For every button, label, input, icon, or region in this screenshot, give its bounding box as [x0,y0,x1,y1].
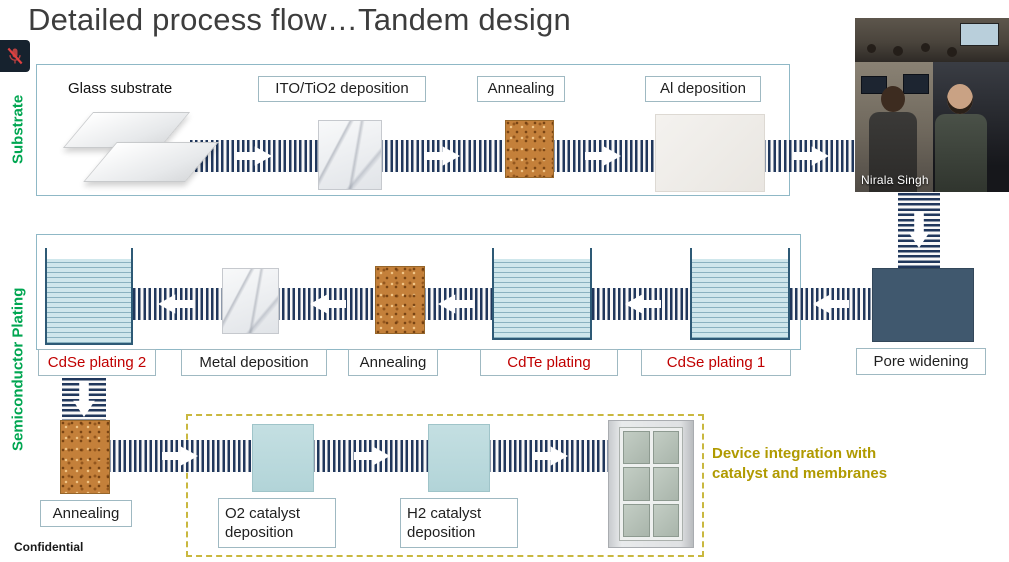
step-label-metal-deposition: Metal deposition [181,349,327,376]
listener-head-silhouette [947,84,973,114]
speaker-head-silhouette [881,86,905,112]
substrate-section-frame [36,64,790,196]
video-tile-listener[interactable] [933,62,1009,192]
plating-solution [494,258,590,338]
cdse-plating2-bath-image [45,248,133,345]
device-pane [652,503,679,537]
mic-muted-indicator [0,40,30,72]
section-label-semiconductor-plating: Semiconductor Plating [9,287,27,451]
step-label-ito-tio2-deposition: ITO/TiO2 deposition [258,76,426,102]
h2-catalyst-sample-image [428,424,490,492]
room-display-screen [959,23,999,47]
device-pane [652,431,679,465]
audience-silhouette [947,47,957,57]
audience-silhouette [893,46,903,56]
al-deposition-sample-image [655,114,765,192]
step-label-cdte-plating: CdTe plating [480,349,618,376]
step-label-pore-widening: Pore widening [856,348,986,375]
plating-solution [692,258,788,338]
device-panel-image [608,420,694,548]
step-label-cdse-plating-1: CdSe plating 1 [641,349,791,376]
webcam-overlay[interactable]: Nirala Singh [855,18,1009,192]
participant-name: Nirala Singh [861,173,929,187]
device-pane [652,467,679,501]
step-label-annealing-row2: Annealing [348,349,438,376]
cdte-plating-bath-image [492,248,592,340]
step-label-annealing-row1: Annealing [477,76,565,102]
device-pane [623,503,650,537]
annealing-sample-image [60,420,110,494]
device-membrane-grid [619,427,683,541]
step-label-annealing-row3: Annealing [40,500,132,527]
step-label-al-deposition: Al deposition [645,76,761,102]
mic-muted-icon [7,47,23,65]
pore-widening-sample-image [872,268,974,342]
device-pane [623,467,650,501]
video-tile-speaker[interactable] [855,62,933,192]
speaker-body-silhouette [869,112,917,192]
plating-solution [47,259,131,343]
office-monitor [903,74,929,94]
annealing-sample-image [505,120,554,178]
step-label-h2-catalyst-deposition: H2 catalyst deposition [400,498,518,548]
device-integration-frame [186,414,704,557]
office-monitor [861,76,887,94]
ito-tio2-sample-image [318,120,382,190]
metal-deposition-sample-image [222,268,279,334]
annealing-sample-image [375,266,425,334]
page-title: Detailed process flow…Tandem design [28,2,571,37]
audience-silhouette [867,44,876,53]
cdse-plating1-bath-image [690,248,790,340]
audience-silhouette [921,43,930,52]
section-label-substrate: Substrate [9,94,27,164]
step-label-o2-catalyst-deposition: O2 catalyst deposition [218,498,336,548]
step-label-cdse-plating-2: CdSe plating 2 [38,349,156,376]
listener-body-silhouette [935,114,987,192]
confidential-label: Confidential [14,540,84,554]
device-pane [623,431,650,465]
video-tile-room[interactable] [855,18,1009,62]
device-integration-note: Device integration with catalyst and mem… [712,445,888,483]
video-tile-row: Nirala Singh [855,62,1009,192]
o2-catalyst-sample-image [252,424,314,492]
step-label-glass-substrate: Glass substrate [68,80,173,97]
